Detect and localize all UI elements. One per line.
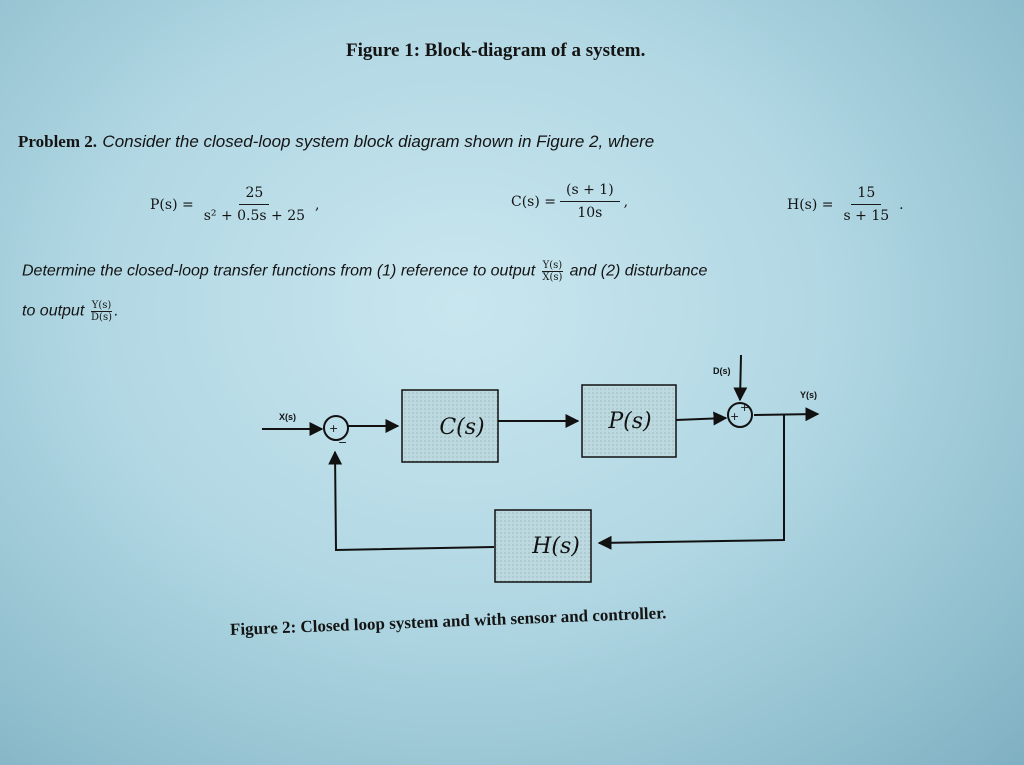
sum2-plus-sign-left: + (730, 410, 739, 423)
sum2-plus-sign-top: + (740, 401, 749, 414)
block-p-label: P(s) (607, 409, 651, 434)
equation-c-tail: , (623, 193, 629, 210)
equation-p-lhs: P(s) = (150, 196, 194, 213)
ratio-y-over-d-numerator: Y(s) (90, 300, 113, 312)
problem-label: Problem 2. (18, 132, 98, 151)
summing-junction-2 (727, 402, 753, 428)
equation-c-fraction: (s + 1) 10s (560, 182, 620, 221)
output-label: Y(s) (800, 390, 817, 400)
equation-h-fraction: 15 s + 15 (838, 185, 896, 224)
determine-statement: Determine the closed-loop transfer funct… (22, 260, 707, 283)
feedback-return-line (328, 450, 495, 552)
block-c-label: C(s) (439, 415, 484, 440)
disturbance-label: D(s) (713, 366, 731, 376)
ratio-y-over-x: Y(s) X(s) (541, 260, 564, 283)
output-signal-line (753, 407, 820, 422)
equation-c-denominator: 10s (577, 205, 603, 221)
disturbance-line (733, 354, 748, 402)
figure1-caption: Figure 1: Block-diagram of a system. (346, 40, 646, 61)
determine-text-before: Determine the closed-loop transfer funct… (22, 262, 536, 280)
equation-h-lhs: H(s) = (787, 196, 834, 213)
equation-p: P(s) = 25 s² + 0.5s + 25 , (150, 185, 320, 224)
equation-h-denominator: s + 15 (843, 208, 890, 224)
equation-h-numerator: 15 (851, 185, 882, 205)
equation-c-numerator: (s + 1) (560, 182, 620, 202)
ratio-y-over-x-denominator: X(s) (542, 272, 563, 283)
ratio-y-over-x-numerator: Y(s) (541, 260, 564, 272)
feedback-path-line (597, 415, 785, 550)
sum1-plus-sign: + (329, 422, 338, 435)
determine-text-end: . (114, 302, 119, 320)
output-statement: to output Y(s) D(s) . (22, 300, 119, 323)
ratio-y-over-d-denominator: D(s) (91, 312, 112, 323)
ratio-y-over-d: Y(s) D(s) (90, 300, 113, 323)
block-h-label: H(s) (531, 534, 580, 559)
block-c (401, 389, 499, 463)
equation-p-tail: , (315, 196, 320, 213)
p-to-sum2-line (675, 411, 728, 426)
block-h (494, 509, 592, 583)
sum1-minus-sign: − (338, 436, 347, 449)
determine-text-line2: to output (22, 302, 85, 320)
problem-statement: Problem 2. Consider the closed-loop syst… (18, 132, 654, 152)
equation-p-numerator: 25 (239, 185, 270, 205)
determine-text-middle: and (2) disturbance (569, 262, 708, 280)
equation-c-lhs: C(s) = (511, 193, 557, 210)
block-p (581, 384, 677, 458)
equation-c: C(s) = (s + 1) 10s , (511, 182, 628, 221)
input-label: X(s) (279, 412, 296, 422)
problem-text: Consider the closed-loop system block di… (102, 132, 655, 151)
equation-p-fraction: 25 s² + 0.5s + 25 (198, 185, 311, 224)
equation-h: H(s) = 15 s + 15 . (787, 185, 904, 224)
equation-h-tail: . (899, 196, 904, 213)
summing-junction-1 (323, 415, 349, 441)
equation-p-denominator: s² + 0.5s + 25 (203, 208, 306, 224)
